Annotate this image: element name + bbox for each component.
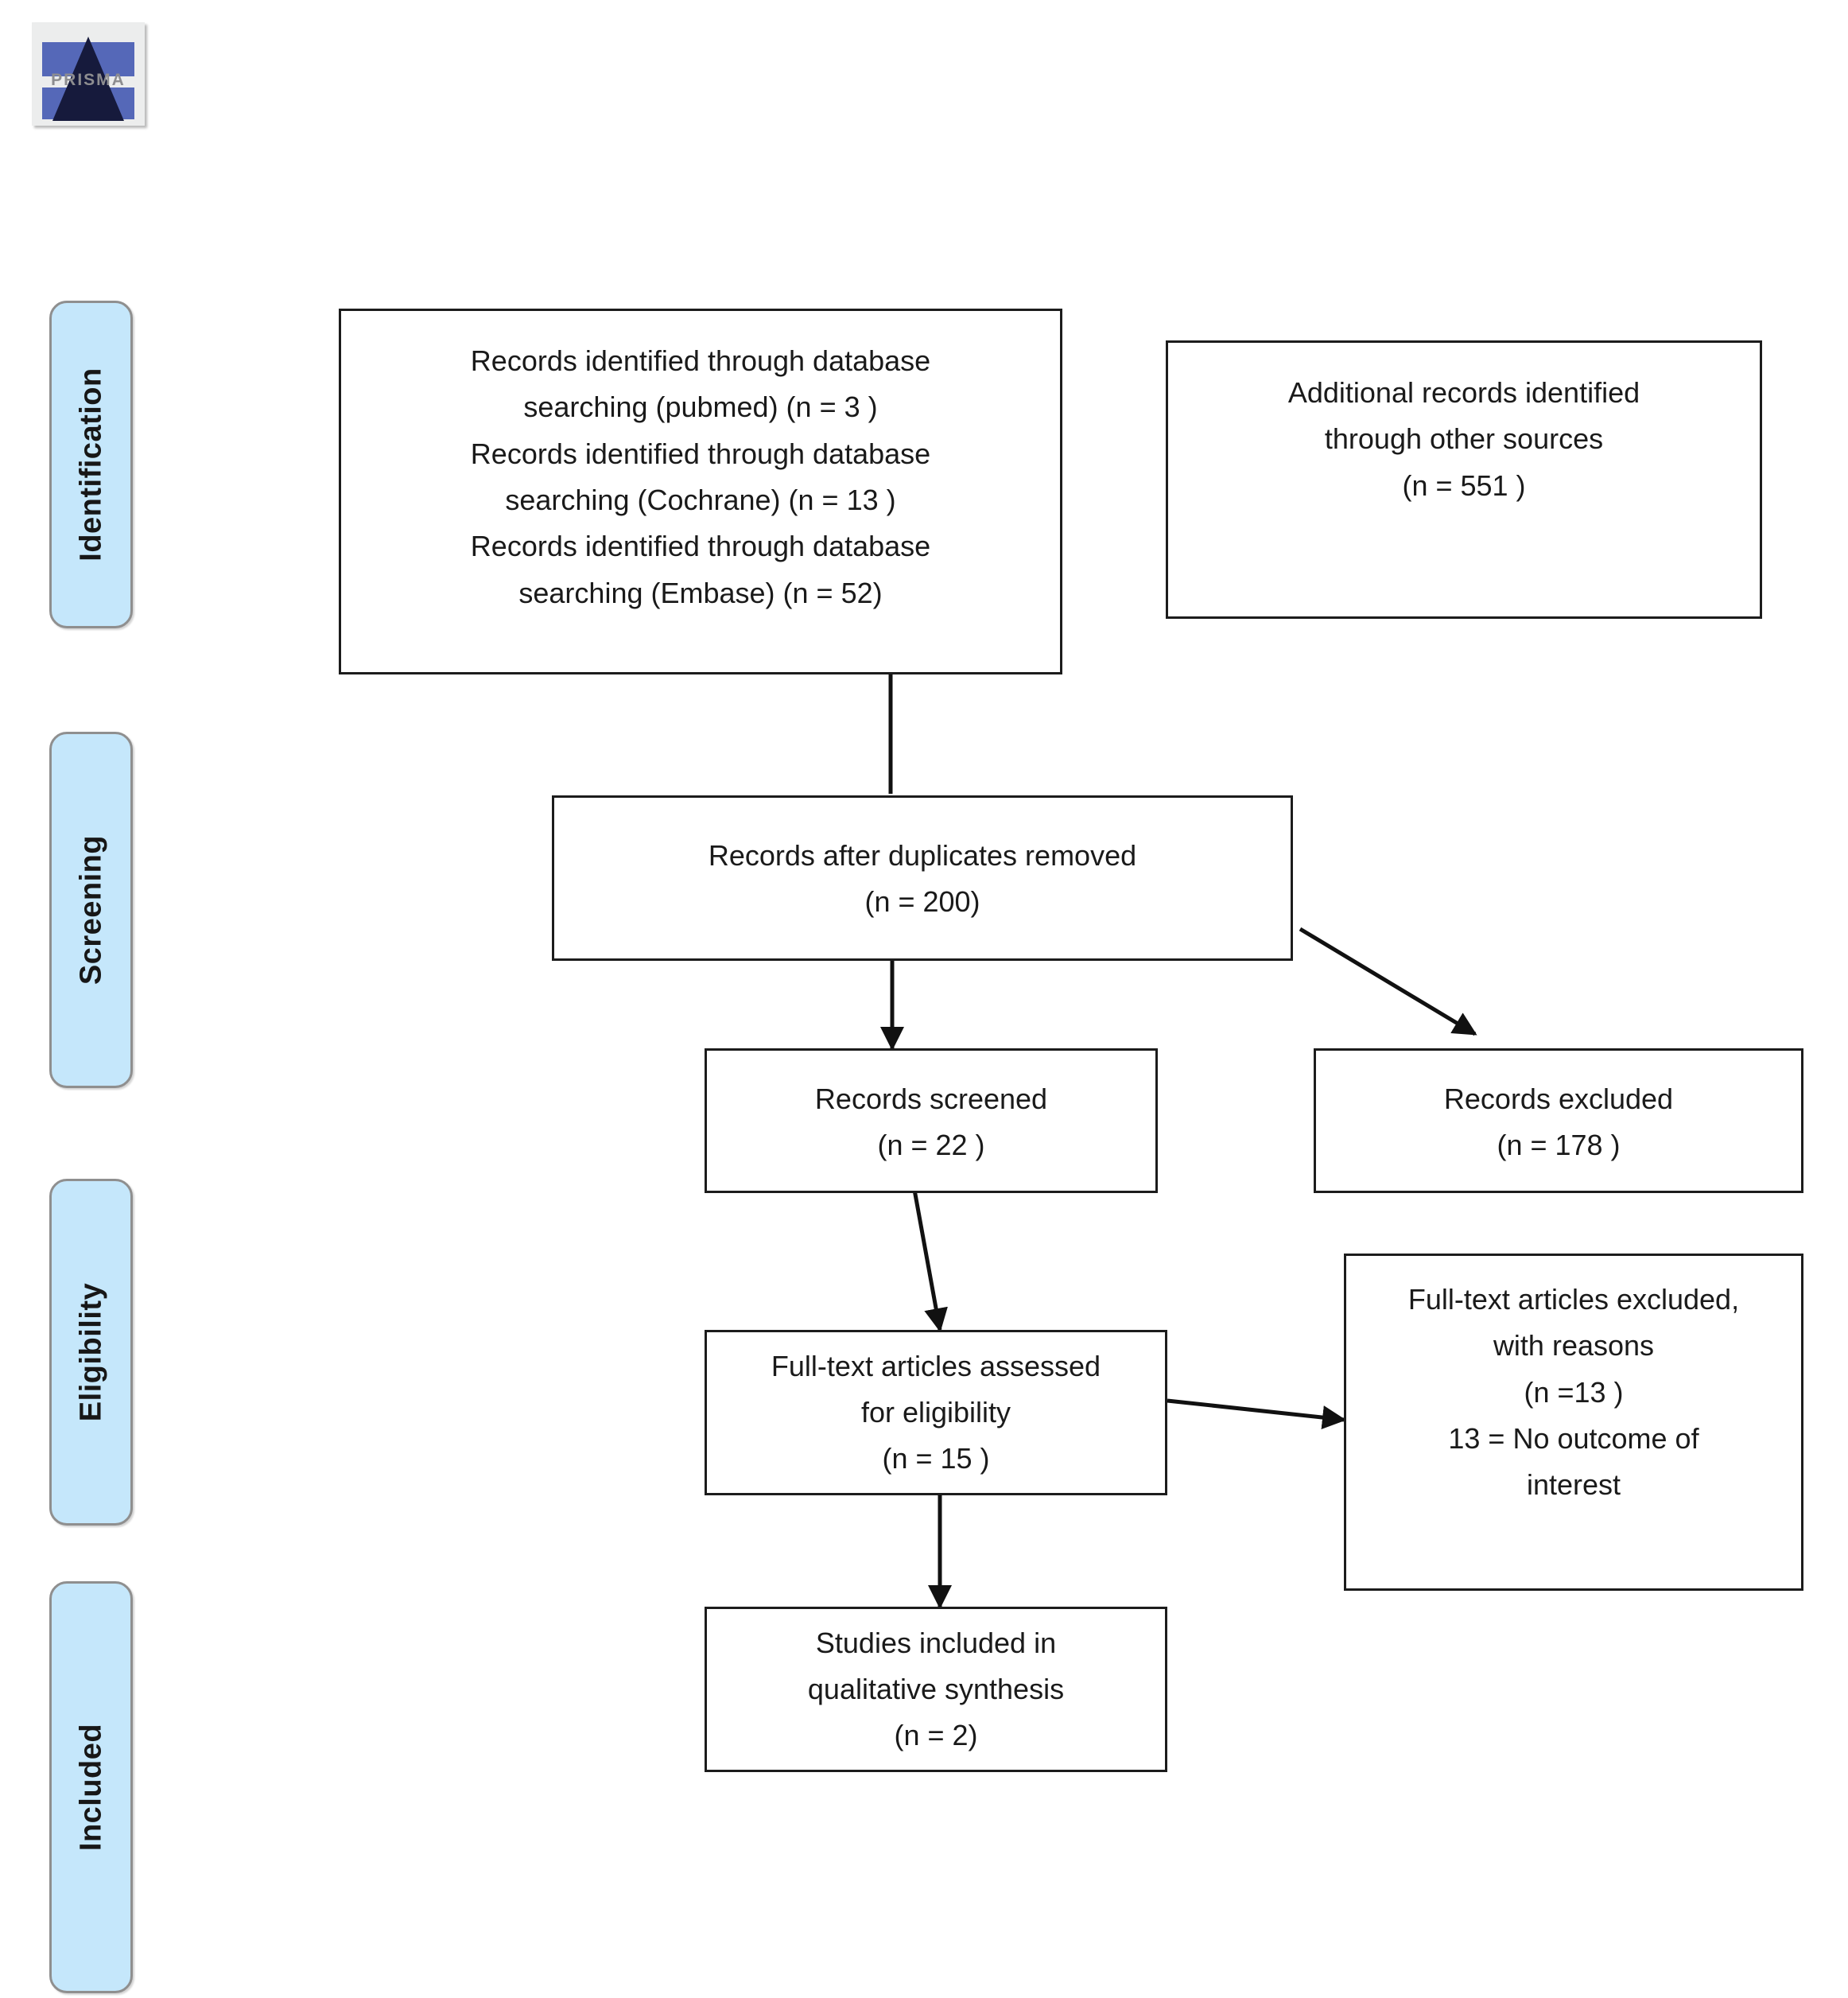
box-records-excluded-line-1: Records excluded [1443, 1083, 1674, 1115]
stage-label-eligibility: Eligibility [49, 1179, 133, 1526]
box-database-search-line-2: searching (pubmed) (n = 3 ) [523, 391, 878, 424]
box-database-search-line-1: Records identified through database [470, 344, 931, 377]
box-records-excluded: Records excluded (n = 178 ) [1314, 1048, 1803, 1193]
box-other-sources-line-2: through other sources [1324, 422, 1604, 456]
box-duplicates-removed-line-1: Records after duplicates removed [708, 839, 1137, 872]
box-fulltext-assessed-line-3: (n = 15 ) [882, 1442, 990, 1475]
box-other-sources-line-3: (n = 551 ) [1402, 468, 1526, 502]
connector-fulltext-to-excluded [1167, 1398, 1346, 1430]
box-fulltext-excluded-line-1: Full-text articles excluded, [1407, 1283, 1740, 1316]
box-records-screened: Records screened (n = 22 ) [705, 1048, 1158, 1193]
box-fulltext-assessed-line-2: for eligibility [860, 1395, 1011, 1429]
box-database-search-line-5: Records identified through database [470, 530, 931, 563]
box-records-excluded-line-2: (n = 178 ) [1497, 1129, 1621, 1162]
box-fulltext-assessed: Full-text articles assessed for eligibil… [705, 1330, 1167, 1495]
box-fulltext-assessed-line-1: Full-text articles assessed [771, 1349, 1101, 1382]
box-records-screened-line-2: (n = 22 ) [877, 1129, 985, 1162]
stage-label-included-text: Included [74, 1723, 107, 1852]
prisma-logo: PRISMA [32, 22, 145, 126]
box-studies-included-line-3: (n = 2) [894, 1719, 978, 1752]
box-fulltext-excluded-line-3: (n =13 ) [1524, 1375, 1624, 1409]
box-database-search-line-3: Records identified through database [470, 437, 931, 470]
stage-label-eligibility-text: Eligibility [74, 1282, 107, 1422]
box-duplicates-removed: Records after duplicates removed (n = 20… [552, 795, 1293, 961]
connector-screened-to-fulltext [912, 1189, 948, 1332]
stage-label-screening-text: Screening [74, 834, 107, 985]
box-fulltext-excluded: Full-text articles excluded, with reason… [1344, 1254, 1803, 1591]
stage-label-screening: Screening [49, 732, 133, 1088]
box-duplicates-removed-line-2: (n = 200) [864, 885, 980, 919]
box-other-sources: Additional records identified through ot… [1166, 340, 1762, 619]
stage-label-identification: Identification [49, 301, 133, 628]
box-database-search-line-6: searching (Embase) (n = 52) [518, 576, 883, 609]
logo-pyramid-icon [52, 37, 124, 121]
box-studies-included-line-2: qualitative synthesis [807, 1672, 1065, 1705]
box-database-search: Records identified through database sear… [339, 309, 1062, 674]
box-other-sources-line-1: Additional records identified [1287, 376, 1640, 409]
box-records-screened-line-1: Records screened [814, 1083, 1048, 1115]
stage-label-identification-text: Identification [74, 367, 107, 562]
box-studies-included-line-1: Studies included in [815, 1626, 1057, 1659]
box-fulltext-excluded-line-5: interest [1526, 1468, 1621, 1502]
logo-wordmark: PRISMA [51, 71, 126, 89]
box-database-search-line-4: searching (Cochrane) (n = 13 ) [505, 483, 896, 516]
box-fulltext-excluded-line-2: with reasons [1493, 1329, 1655, 1362]
box-studies-included: Studies included in qualitative synthesi… [705, 1607, 1167, 1772]
connector-duplicates-to-excluded [1299, 927, 1477, 1036]
box-fulltext-excluded-line-4: 13 = No outcome of [1448, 1421, 1699, 1455]
stage-label-included: Included [49, 1581, 133, 1993]
